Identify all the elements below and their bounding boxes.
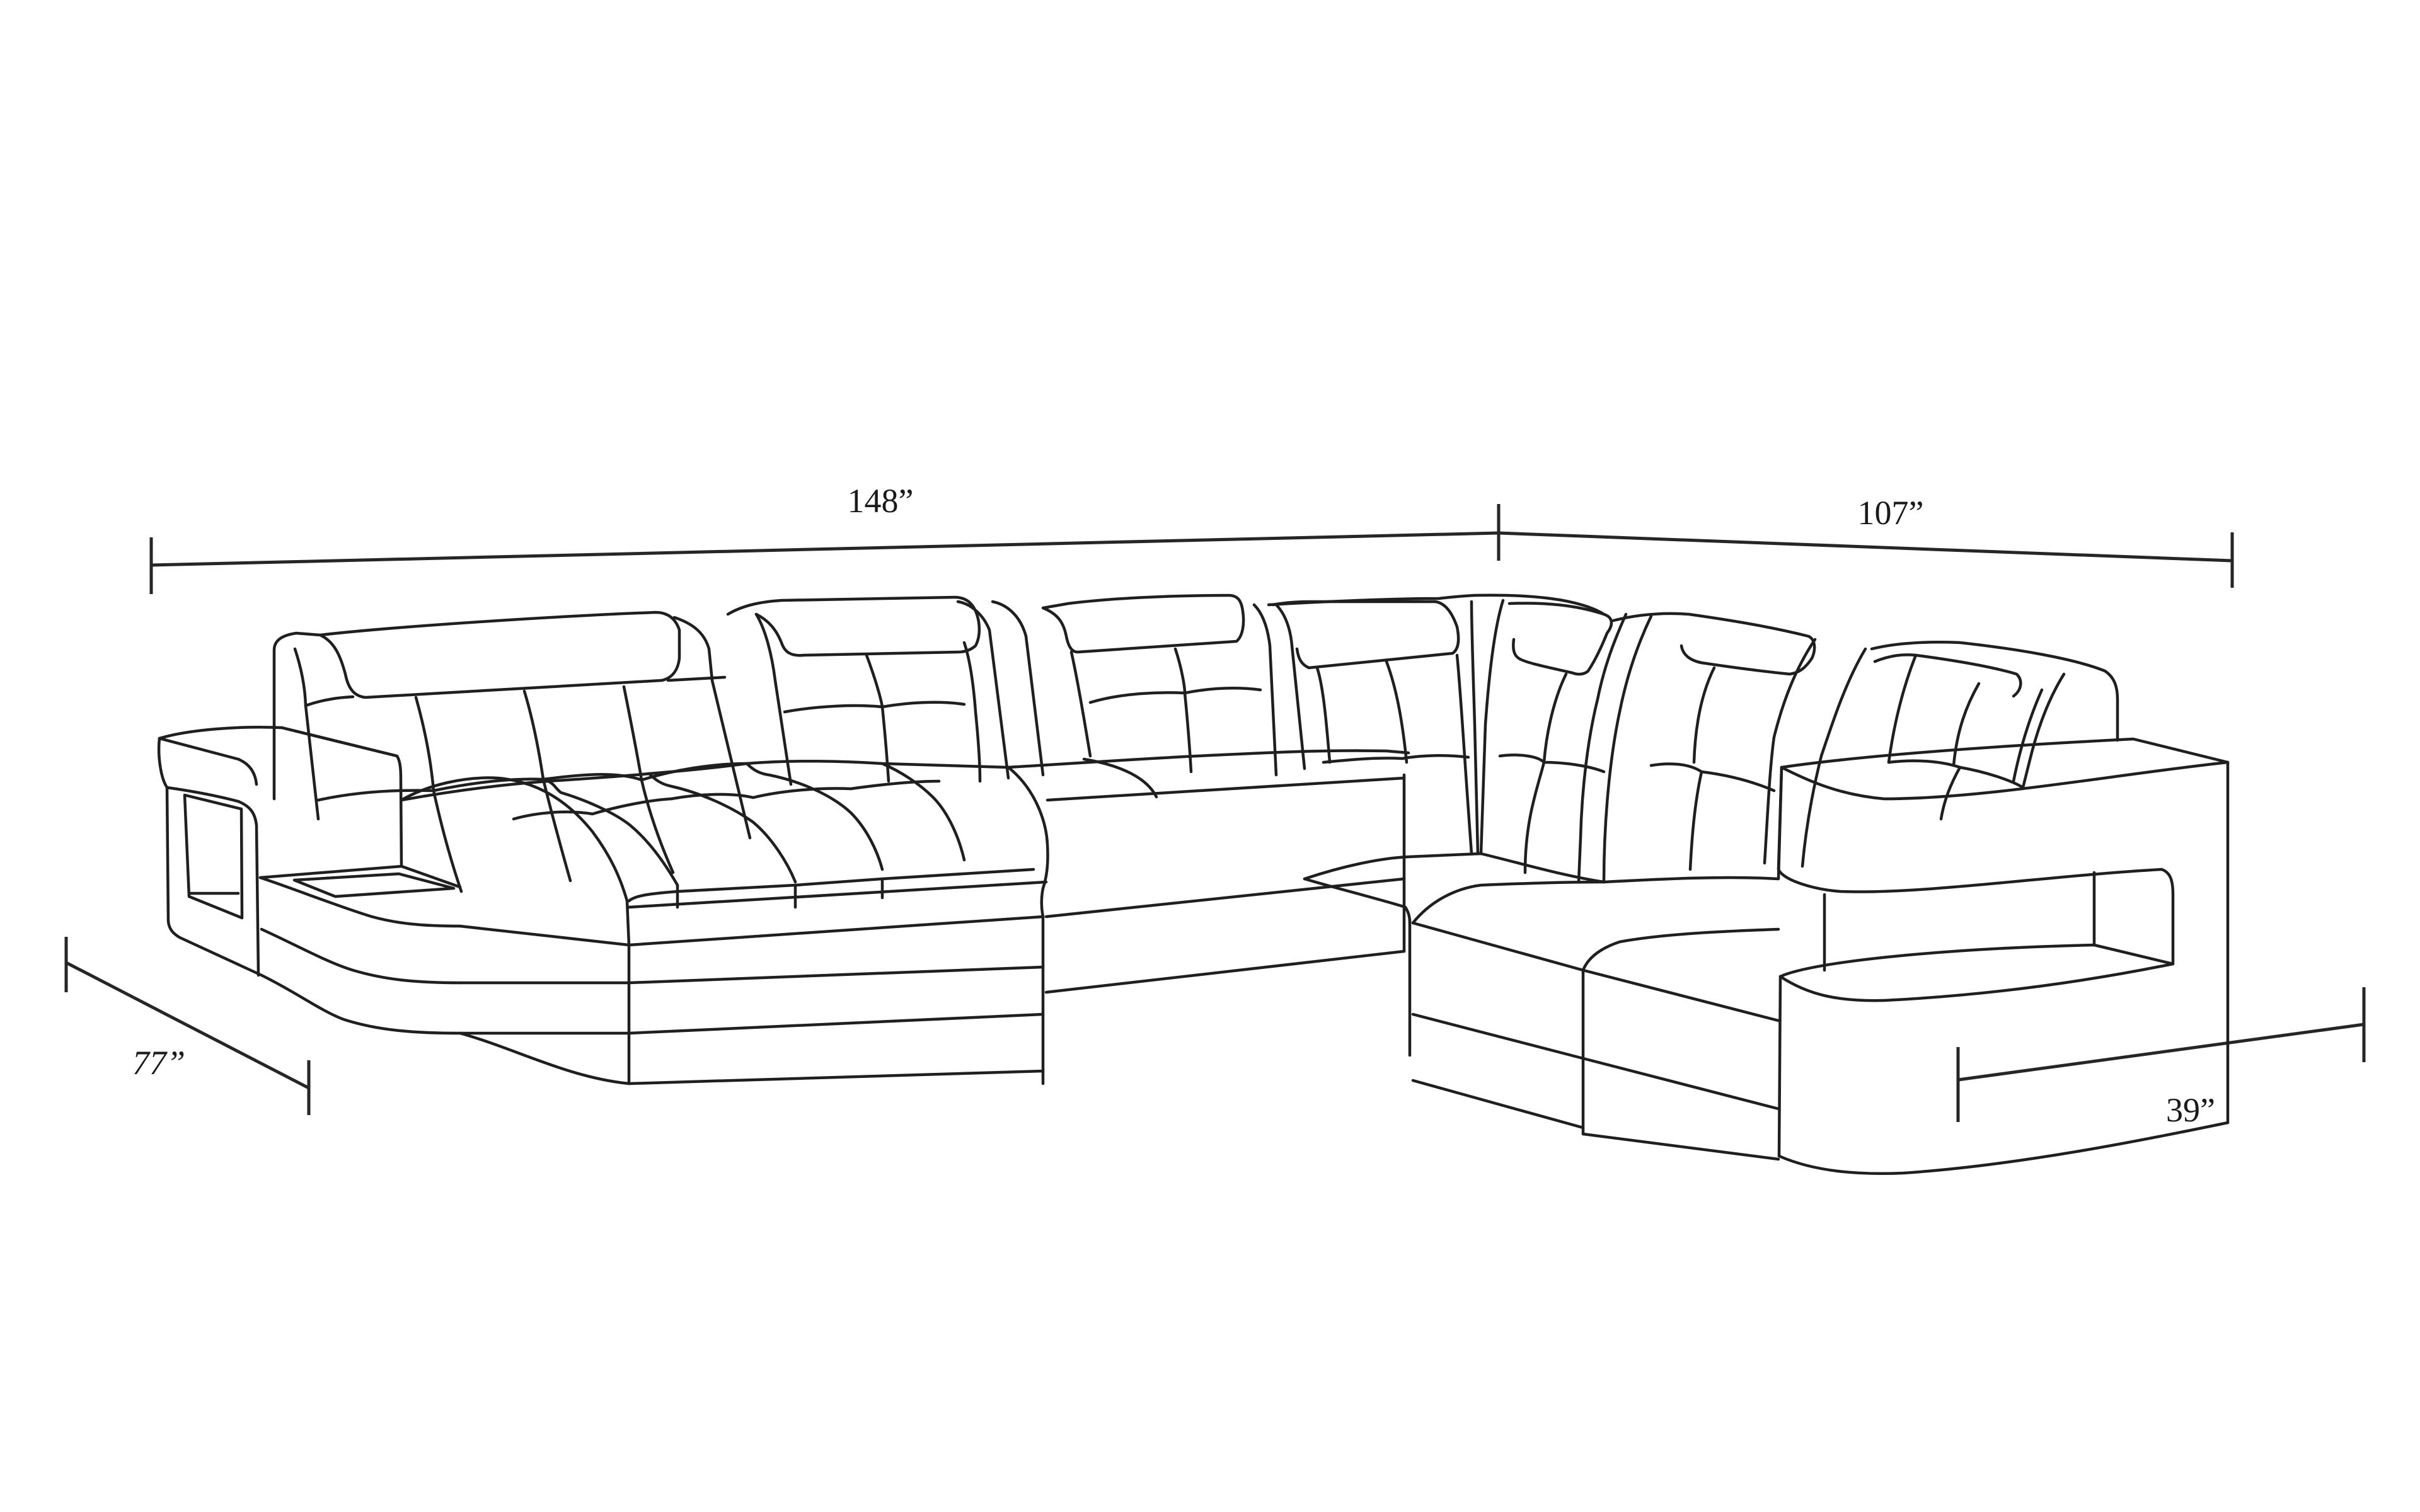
- dimension-label-107: 107”: [1858, 494, 1924, 532]
- right-arm: [1777, 737, 2230, 1175]
- dimension-label-39: 39”: [2166, 1091, 2215, 1129]
- left-arm: [157, 726, 403, 977]
- dimension-77: 77”: [64, 937, 311, 1115]
- dimension-148: 148”: [149, 482, 1501, 594]
- middle-seat-section: [726, 593, 1410, 994]
- dimension-107: 107”: [1498, 494, 2234, 588]
- dimension-label-77: 77”: [132, 1044, 185, 1082]
- corner-section: [1267, 593, 1653, 1136]
- dimension-label-148: 148”: [848, 482, 914, 520]
- cup-holder-console: [258, 864, 462, 1035]
- dimension-39: 39”: [1956, 987, 2366, 1129]
- right-seat-section: [1581, 612, 2119, 1161]
- chaise-section: [272, 610, 1049, 1085]
